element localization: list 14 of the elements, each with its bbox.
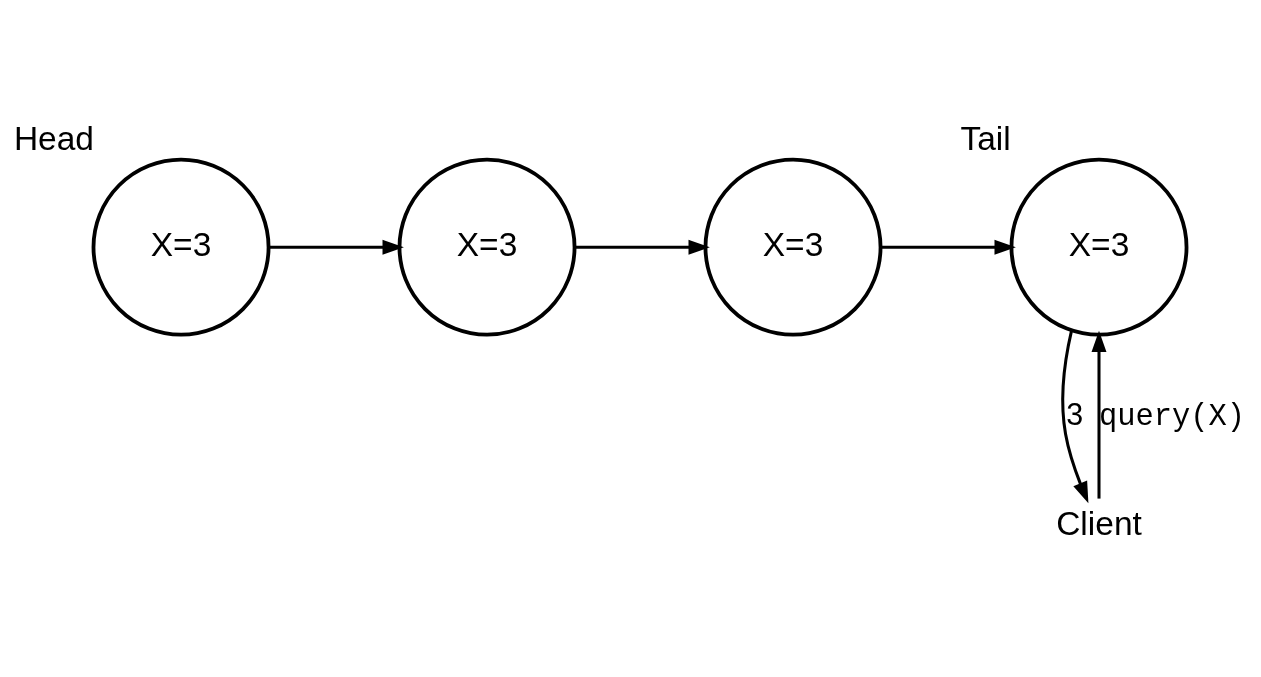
node-circle: X=3 xyxy=(397,157,577,337)
node-circle: X=3 xyxy=(703,157,883,337)
node-circle: X=3 xyxy=(91,157,271,337)
node-label: Tail xyxy=(960,119,1011,157)
edge-label: 3 xyxy=(1066,396,1084,431)
node-text: Client xyxy=(1056,505,1142,543)
node-label: Head xyxy=(13,119,94,157)
arrow xyxy=(880,239,1016,255)
arrow xyxy=(1061,330,1089,504)
edge-label: query(X) xyxy=(1099,399,1246,434)
arrow xyxy=(1091,330,1107,499)
node-circle: X=3 xyxy=(1009,157,1189,337)
arrow xyxy=(268,239,404,255)
arrow xyxy=(574,239,710,255)
